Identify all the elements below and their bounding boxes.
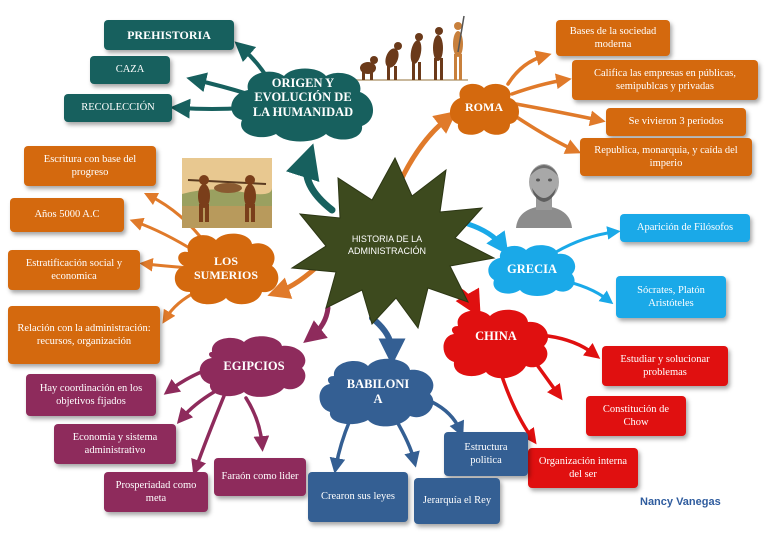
arrow-center-egipcios [303,305,331,343]
cloud-roma: ROMA [448,80,520,136]
author-credit: Nancy Vanegas [640,496,721,508]
sumerios-anos-box: Años 5000 A.C [10,198,124,232]
bust-illustration [508,156,580,228]
cloud-china-shape [443,309,549,379]
egipcios-economia-box: Economia y sistema administrativo [54,424,176,464]
cloud-sumerios: LOS SUMERIOS [170,230,282,306]
cloud-sumerios-title: LOS SUMERIOS [193,253,258,282]
babilonia-estructura-box: Estructura politica [444,432,528,476]
evolution-illustration [354,12,470,84]
arrow-center-roma [397,111,457,185]
china-estudiar-box: Estudiar y solucionar problemas [602,346,728,386]
roma-periodos-box: Se vivieron 3 periodos [606,108,746,136]
cloud-origen-title: ORIGEN Y EVOLUCIÓN DE LA HUMANIDAD [252,76,354,119]
sumerios-escritura-box: Escritura con base del progreso [24,146,156,186]
china-constitucion-box: Constitución de Chow [586,396,686,436]
egipcios-prosperidad-box: Prosperiadad como meta [104,472,208,512]
center-title: HISTORIA DE LA ADMINISTRACIÓN [347,233,426,256]
babilonia-leyes-box: Crearon sus leyes [308,472,408,522]
cloud-egipcios: EGIPCIOS [196,334,312,398]
origen-caza-box: CAZA [90,56,170,84]
roma-bases-box: Bases de la sociedad moderna [556,20,670,56]
cloud-babilonia: BABILONIA [316,356,440,428]
cloud-babilonia-title: BABILONIA [346,377,410,406]
cloud-china-title: CHINA [475,328,517,343]
cloud-grecia: GRECIA [486,242,578,296]
origen-recoleccion-box: RECOLECCIÓN [64,94,172,122]
grecia-aparicion-box: Aparición de Filósofos [620,214,750,242]
cloud-origen: ORIGEN Y EVOLUCIÓN DE LA HUMANIDAD [226,66,380,142]
arrow-center-origen [286,143,336,214]
roma-republica-box: Republica, monarquia, y caída del imperi… [580,138,752,176]
sumerios-estratificacion-box: Estratificación social y economica [8,250,140,290]
cloud-roma-shape [449,83,519,135]
cloud-origen-shape [231,68,374,142]
china-organizacion-box: Organización interna del ser [528,448,638,488]
hunters-illustration [182,158,272,228]
cloud-grecia-title: GRECIA [506,261,557,276]
cloud-egipcios-shape [199,336,306,397]
cloud-roma-title: ROMA [465,100,503,115]
cloud-babilonia-shape [319,358,434,427]
grecia-socrates-box: Sócrates, Platón Aristóteles [616,276,726,318]
babilonia-jerarquia-box: Jerarquía el Rey [414,478,500,524]
origen-prehistoria-box: PREHISTORIA [104,20,234,50]
sumerios-relacion-box: Relación con la administración: recursos… [8,306,160,364]
egipcios-coordinacion-box: Hay coordinación en los objetivos fijado… [26,374,156,416]
cloud-egipcios-title: EGIPCIOS [223,358,285,373]
roma-califica-box: Califica las empresas en públicas, semip… [572,60,758,100]
arrow-center-grecia [465,221,509,256]
cloud-grecia-shape [488,245,576,296]
cloud-china: CHINA [440,306,552,380]
cloud-sumerios-shape [174,233,279,305]
egipcios-faraon-box: Faraón como lider [214,458,306,496]
